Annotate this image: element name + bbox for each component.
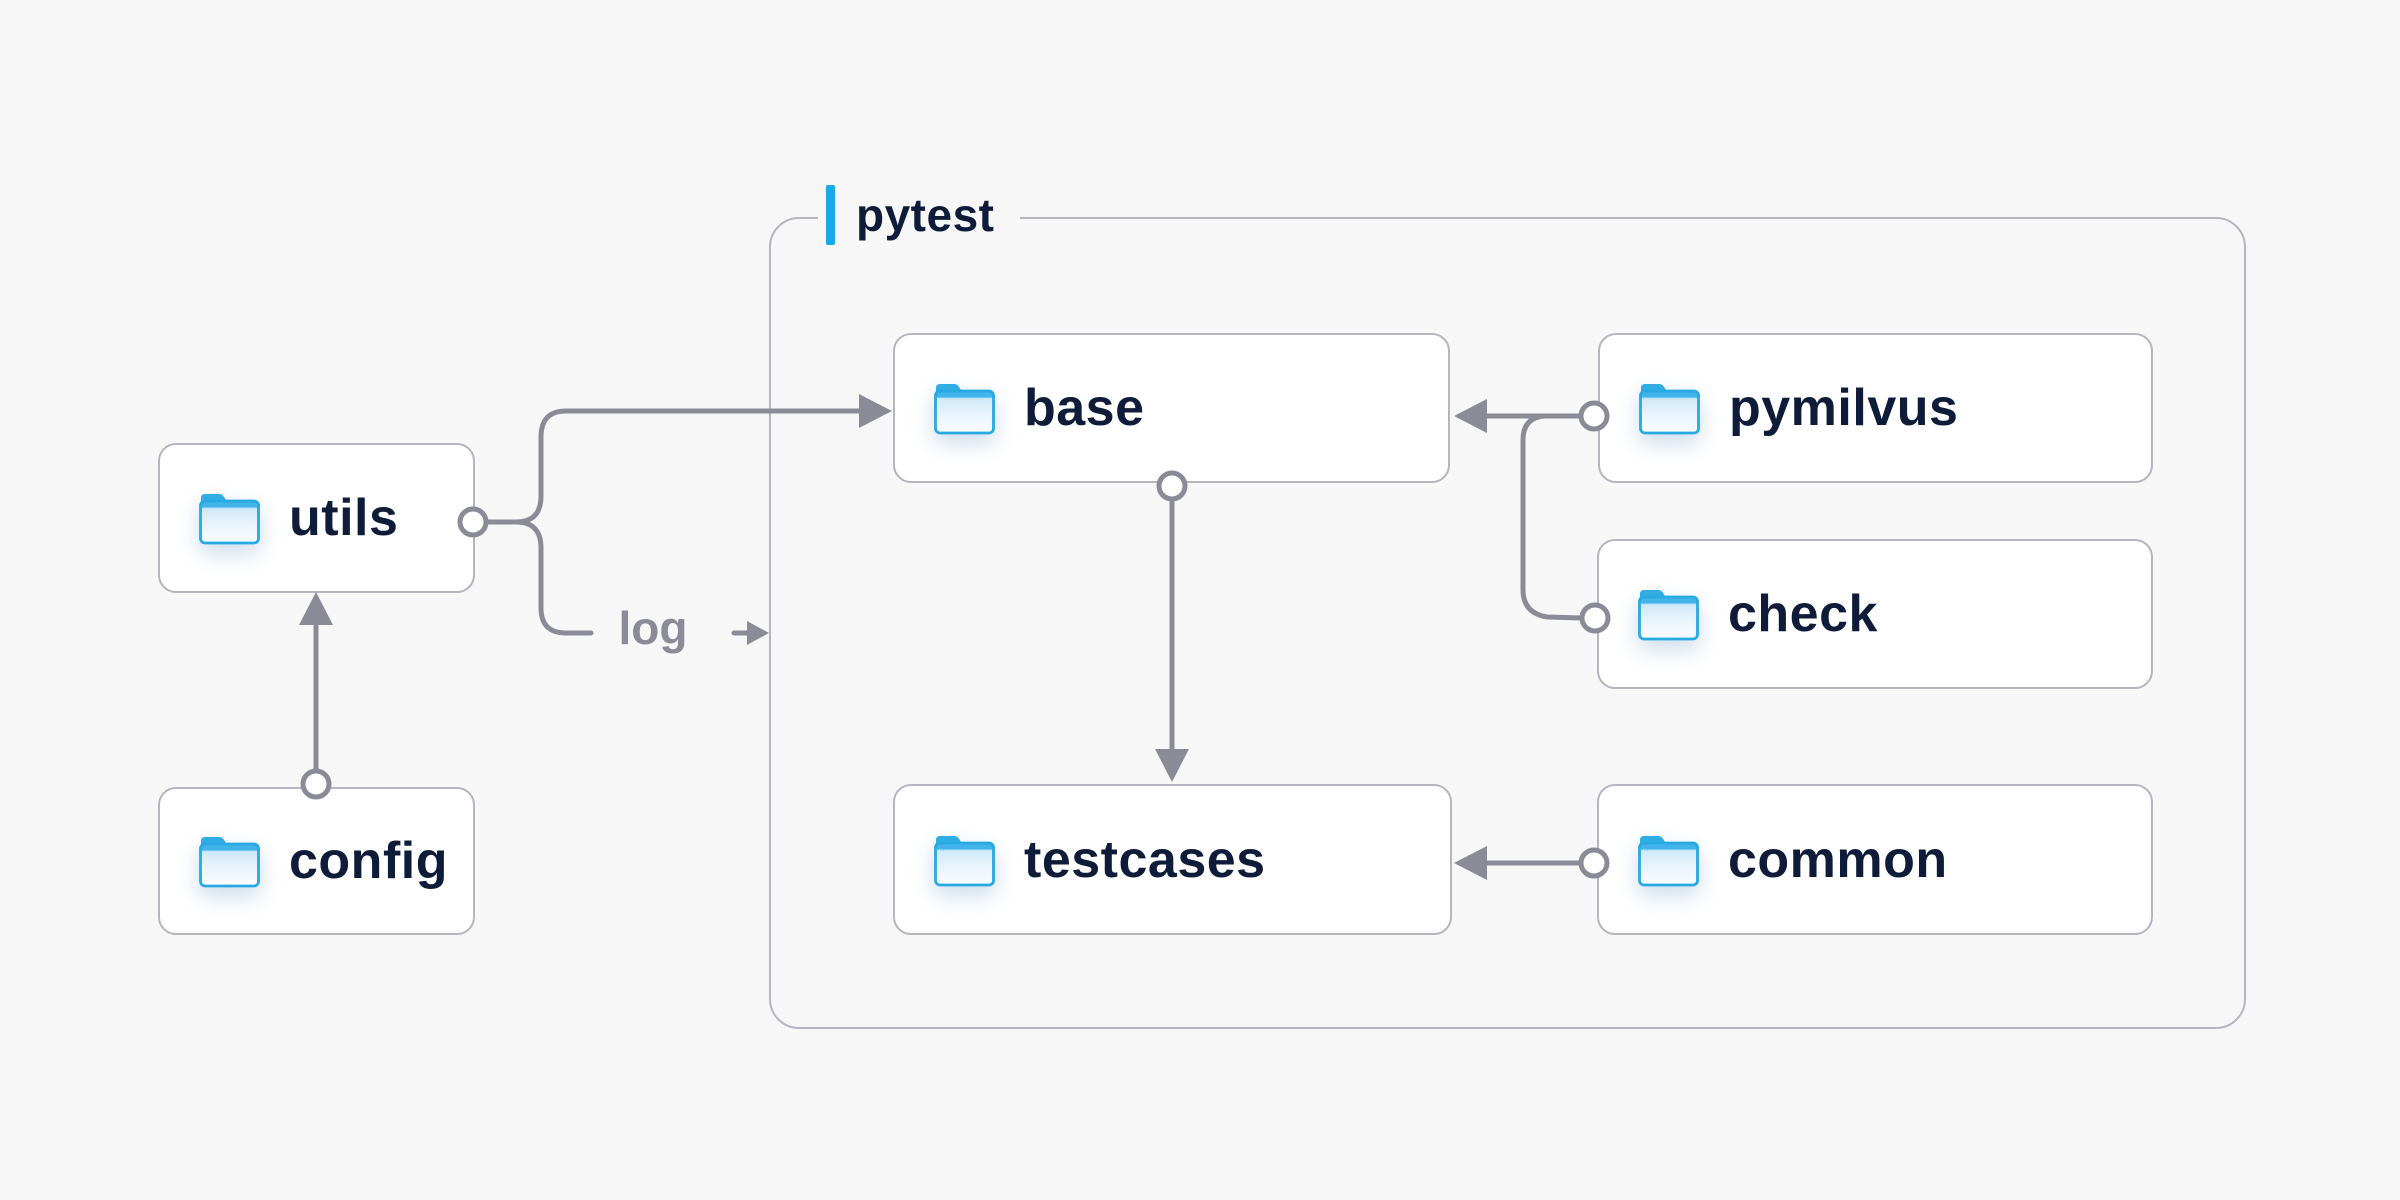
node-common[interactable]: common <box>1597 784 2153 935</box>
node-label: common <box>1728 830 1948 889</box>
node-label: base <box>1024 379 1145 437</box>
node-label: utils <box>289 489 399 547</box>
edge-config-utils <box>299 592 333 800</box>
folder-icon <box>199 494 260 545</box>
folder-icon <box>1638 590 1699 641</box>
node-testcases[interactable]: testcases <box>893 784 1452 935</box>
folder-icon <box>1638 835 1699 886</box>
folder-icon <box>199 837 260 888</box>
node-utils[interactable]: utils <box>158 443 475 593</box>
folder-icon <box>934 835 995 886</box>
node-label: check <box>1728 585 1878 643</box>
node-base[interactable]: base <box>893 333 1450 483</box>
node-label: config <box>289 832 448 890</box>
node-label: pymilvus <box>1729 379 1959 437</box>
group-title: pytest <box>856 189 995 241</box>
accent-bar <box>826 185 835 245</box>
node-label: testcases <box>1024 830 1266 889</box>
folder-icon <box>1639 384 1700 435</box>
node-pymilvus[interactable]: pymilvus <box>1598 333 2153 483</box>
pytest-group-box <box>769 217 2246 1029</box>
node-config[interactable]: config <box>158 787 475 935</box>
folder-icon <box>934 384 995 435</box>
pytest-group-label: pytest <box>818 185 1021 245</box>
node-check[interactable]: check <box>1597 539 2153 689</box>
edge-label-log: log <box>618 602 688 654</box>
